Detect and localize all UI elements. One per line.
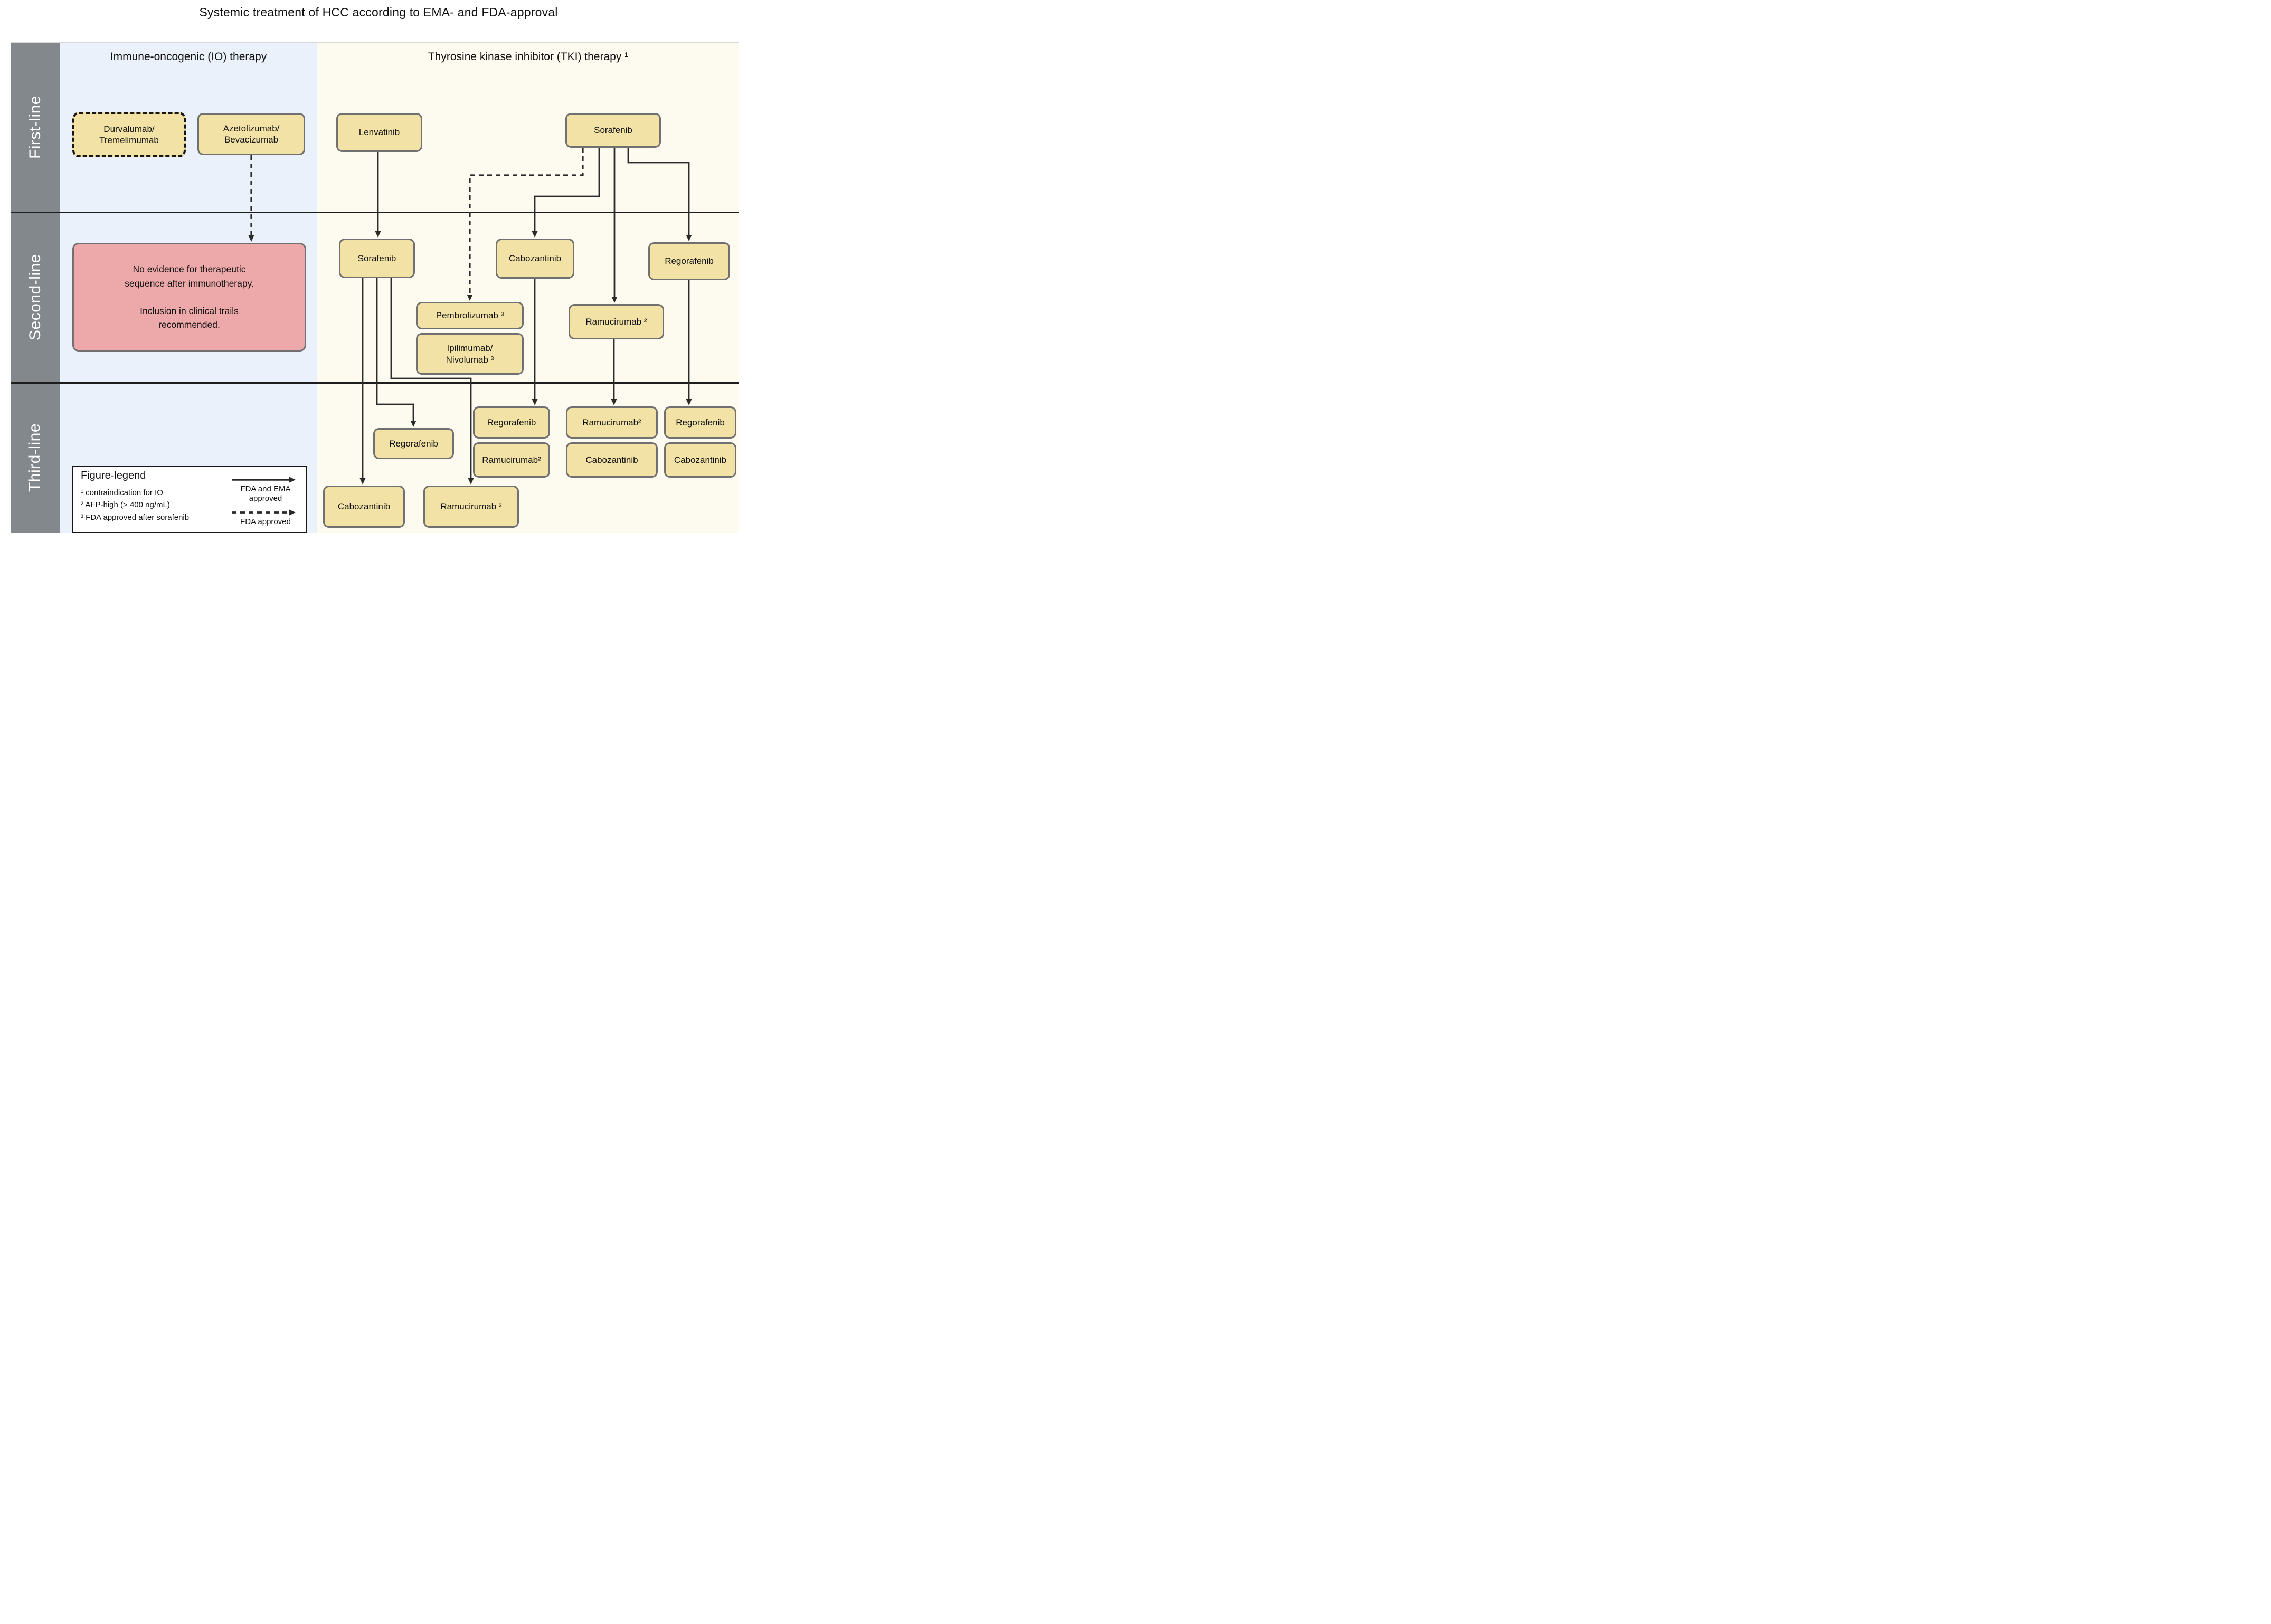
- node-regorafenib-second-line: Regorafenib: [648, 242, 730, 280]
- row-label-second-line: Second-line: [26, 253, 44, 340]
- row-divider-2: [11, 382, 739, 384]
- node-cabozantinib-third-line-left: Cabozantinib: [323, 486, 405, 528]
- node-regorafenib-third-line-colC: Regorafenib: [664, 406, 736, 439]
- node-sorafenib-first-line: Sorafenib: [565, 113, 661, 148]
- row-label-sidebar: [11, 42, 60, 533]
- io-column-header: Immune-oncogenic (IO) therapy: [110, 51, 267, 63]
- node-azetolizumab-bevacizumab: Azetolizumab/ Bevacizumab: [197, 113, 305, 155]
- node-lenvatinib: Lenvatinib: [336, 113, 422, 152]
- figure-canvas: Systemic treatment of HCC according to E…: [0, 0, 757, 544]
- legend-title: Figure-legend: [81, 470, 146, 481]
- node-ramucirumab-third-line-colB: Ramucirumab²: [566, 406, 658, 439]
- legend-items: ¹ contraindication for IO ² AFP-high (> …: [81, 487, 189, 524]
- node-ramucirumab-second-line: Ramucirumab ²: [569, 304, 664, 339]
- node-regorafenib-third-line-colA: Regorafenib: [473, 406, 550, 439]
- node-ipilimumab-nivolumab: Ipilimumab/ Nivolumab ³: [416, 333, 524, 375]
- node-cabozantinib-second-line: Cabozantinib: [496, 239, 574, 279]
- row-label-first-line: First-line: [26, 95, 44, 159]
- node-cabozantinib-third-line-colC: Cabozantinib: [664, 442, 736, 478]
- legend-item-2: ² AFP-high (> 400 ng/mL): [81, 500, 170, 510]
- figure-legend: Figure-legend ¹ contraindication for IO …: [72, 466, 307, 533]
- legend-item-3: ³ FDA approved after sorafenib: [81, 512, 190, 522]
- node-ramucirumab-third-line-colA: Ramucirumab²: [473, 442, 550, 478]
- node-pembrolizumab: Pembrolizumab ³: [416, 302, 524, 329]
- tki-column-header: Thyrosine kinase inhibitor (TKI) therapy…: [428, 51, 629, 63]
- row-label-third-line: Third-line: [26, 423, 44, 492]
- legend-solid-arrow-label: FDA and EMA approved: [240, 485, 291, 503]
- solid-arrow-icon: [232, 477, 296, 483]
- node-regorafenib-third-line-mid: Regorafenib: [373, 428, 454, 459]
- node-sorafenib-second-line: Sorafenib: [339, 239, 415, 278]
- node-cabozantinib-third-line-colB: Cabozantinib: [566, 442, 658, 478]
- legend-item-1: ¹ contraindication for IO: [81, 488, 163, 497]
- note-no-evidence: No evidence for therapeutic sequence aft…: [72, 243, 306, 352]
- legend-dashed-arrow-label: FDA approved: [240, 517, 291, 526]
- node-durvalumab-tremelimumab: Durvalumab/ Tremelimumab: [72, 112, 186, 157]
- content-frame: [11, 42, 739, 533]
- node-ramucirumab-third-line-mid: Ramucirumab ²: [423, 486, 519, 528]
- row-divider-1: [11, 212, 739, 213]
- dashed-arrow-icon: [232, 509, 296, 516]
- figure-title: Systemic treatment of HCC according to E…: [199, 5, 558, 19]
